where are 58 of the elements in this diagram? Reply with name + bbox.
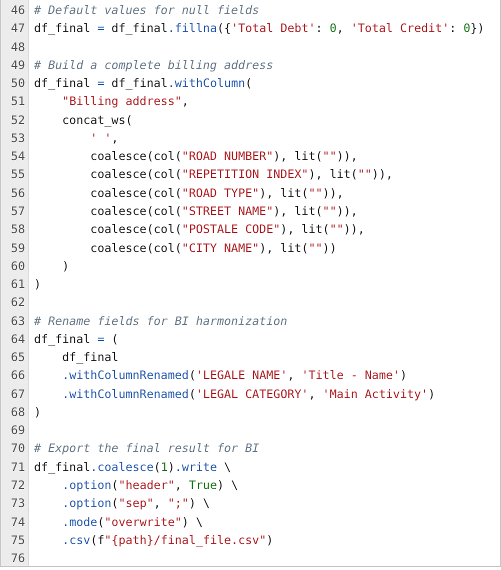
- line-number: 46: [10, 2, 25, 19]
- line-number: 74: [10, 514, 25, 531]
- line-number: 48: [10, 38, 25, 56]
- code-line: ): [34, 276, 42, 294]
- code-line: coalesce(col("STREET NAME"), lit("")),: [89, 202, 358, 220]
- line-number: 51: [10, 93, 25, 110]
- line-number: 75: [10, 532, 25, 549]
- line-number: 66: [10, 367, 25, 384]
- code-line: # Build a complete billing address: [34, 56, 274, 74]
- code-line: df_final = df_final.fillna({'Total Debt': 0, 'Total Credit': 0}): [34, 20, 484, 38]
- line-number: 76: [10, 550, 25, 566]
- code-line: # Export the final result for BI: [34, 440, 260, 458]
- code-line: ): [61, 258, 70, 275]
- line-number: 67: [10, 386, 25, 403]
- line-number: 69: [10, 422, 25, 440]
- line-number: 73: [10, 495, 25, 512]
- code-line: df_final.coalesce(1).write \: [34, 458, 232, 476]
- line-number: 59: [10, 240, 25, 256]
- line-number: 53: [10, 130, 25, 147]
- code-line: .option("header", True) \: [61, 477, 238, 494]
- line-number: 63: [10, 312, 25, 330]
- line-number: 56: [10, 184, 25, 202]
- line-number: 60: [10, 258, 25, 275]
- code-line: .mode("overwrite") \: [61, 514, 203, 531]
- code-line: coalesce(col("CITY NAME"), lit("")): [89, 240, 337, 256]
- code-line: coalesce(col("ROAD TYPE"), lit("")),: [89, 184, 344, 202]
- code-line: concat_ws(: [61, 112, 133, 129]
- line-number: 61: [10, 276, 25, 294]
- line-number: 68: [10, 404, 25, 421]
- code-line: df_final = (: [34, 330, 118, 348]
- line-number: 58: [10, 221, 25, 238]
- code-line: df_final = df_final.withColumn(: [34, 75, 252, 92]
- line-number: 65: [10, 349, 25, 366]
- code-line: coalesce(col("POSTALE CODE"), lit("")),: [89, 221, 365, 238]
- code-line: df_final: [61, 349, 118, 366]
- code-line: coalesce(col("ROAD NUMBER"), lit("")),: [89, 148, 358, 166]
- line-number: 62: [10, 294, 25, 312]
- line-number: 71: [10, 458, 25, 476]
- code-line: .withColumnRenamed('LEGALE NAME', 'Title - Name'): [61, 367, 407, 384]
- code-line: .csv(f"{path}/final_file.csv"): [61, 532, 274, 549]
- line-number: 54: [10, 148, 25, 166]
- line-number: 57: [10, 202, 25, 220]
- line-number: 64: [10, 330, 25, 348]
- code-line: .option("sep", ";") \: [61, 495, 210, 512]
- line-number: 70: [10, 440, 25, 458]
- code-line: # Rename fields for BI harmonization: [34, 312, 288, 330]
- code-line: "Billing address",: [61, 93, 189, 110]
- line-number: 49: [10, 56, 25, 74]
- code-line: ' ',: [89, 130, 118, 147]
- code-line: # Default values for null fields: [34, 2, 260, 19]
- code-line: coalesce(col("REPETITION INDEX"), lit("")),: [89, 166, 393, 184]
- line-number: 47: [10, 20, 25, 38]
- line-number: 50: [10, 75, 25, 92]
- code-line: .withColumnRenamed('LEGAL CATEGORY', 'Main Activity'): [61, 386, 436, 403]
- line-number: 72: [10, 477, 25, 494]
- code-line: ): [34, 404, 42, 421]
- line-number: 52: [10, 112, 25, 129]
- line-number: 55: [10, 166, 25, 184]
